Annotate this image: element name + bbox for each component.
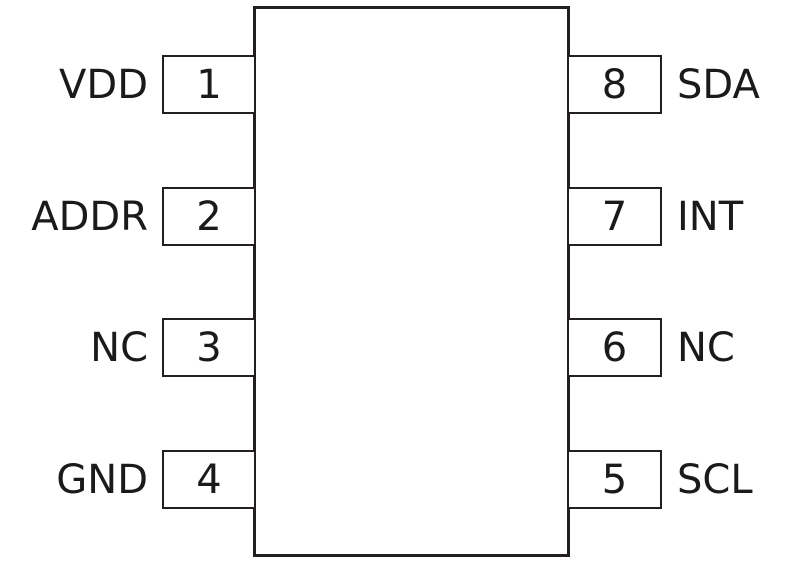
pin-number-3: 3 <box>196 324 222 371</box>
pin-box-6: 6 <box>567 318 662 377</box>
pin-number-8: 8 <box>601 61 628 108</box>
pin-box-2: 2 <box>162 187 256 246</box>
pin-box-8: 8 <box>567 55 662 114</box>
pin-number-1: 1 <box>196 61 222 108</box>
pin-number-2: 2 <box>196 193 222 240</box>
pin-number-4: 4 <box>196 456 222 503</box>
pin-label-nc-left: NC <box>90 324 148 371</box>
pin-box-3: 3 <box>162 318 256 377</box>
pin-number-5: 5 <box>601 456 628 503</box>
pin-label-scl: SCL <box>677 456 753 503</box>
pin-box-5: 5 <box>567 450 662 509</box>
pin-label-nc-right: NC <box>677 324 735 371</box>
pin-label-addr: ADDR <box>31 193 148 240</box>
pin-label-vdd: VDD <box>59 61 148 108</box>
pin-box-1: 1 <box>162 55 256 114</box>
pin-number-6: 6 <box>601 324 628 371</box>
pin-box-7: 7 <box>567 187 662 246</box>
pin-number-7: 7 <box>601 193 628 240</box>
pin-label-gnd: GND <box>56 456 148 503</box>
pin-label-sda: SDA <box>677 61 760 108</box>
pin-label-int: INT <box>677 193 744 240</box>
ic-package-body <box>253 6 570 557</box>
pin-box-4: 4 <box>162 450 256 509</box>
